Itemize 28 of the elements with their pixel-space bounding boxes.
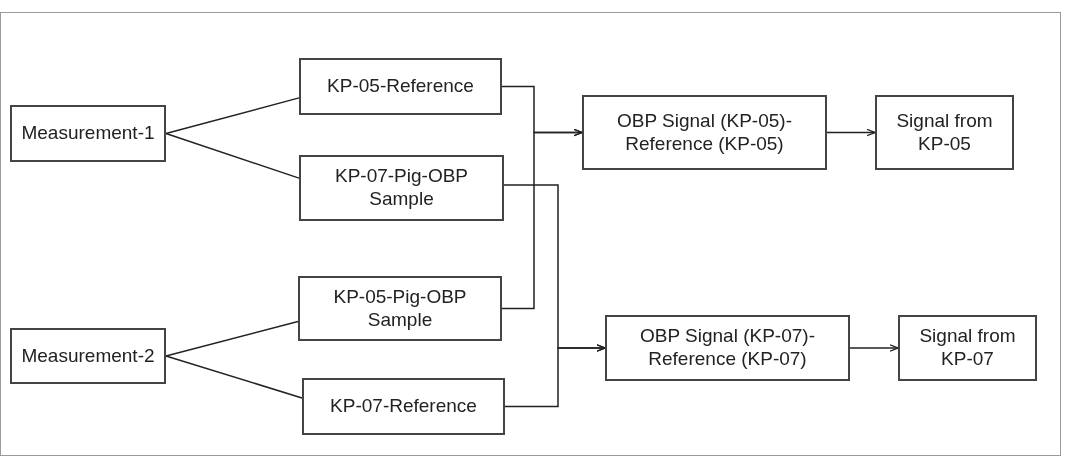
- connector-line: [165, 97, 300, 135]
- process-box: [10, 105, 166, 162]
- process-box: [10, 328, 166, 384]
- box-label: Signal from KP-05: [895, 109, 994, 156]
- process-box: [298, 276, 502, 341]
- box-label: KP-05-Reference: [327, 75, 474, 98]
- process-box: [299, 58, 502, 115]
- arrow: [849, 344, 899, 352]
- box-label: OBP Signal (KP-05)- Reference (KP-05): [616, 109, 793, 156]
- box-label: Measurement-2: [21, 344, 155, 368]
- process-box: [582, 95, 827, 170]
- box-label: Measurement-1: [21, 122, 155, 145]
- arrow: [501, 128, 583, 310]
- box-label: KP-07-Pig-OBP Sample: [333, 165, 469, 211]
- process-box: [605, 315, 850, 381]
- process-box: [875, 95, 1014, 170]
- box-label: OBP Signal (KP-07)- Reference (KP-07): [639, 325, 816, 371]
- connector-line: [165, 132, 300, 179]
- arrow: [504, 344, 606, 408]
- connector-line: [165, 355, 303, 399]
- box-label: Signal from KP-07: [918, 325, 1017, 371]
- connector-line: [165, 320, 299, 357]
- box-label: KP-05-Pig-OBP Sample: [332, 285, 468, 332]
- process-box: [299, 155, 504, 221]
- process-box: [302, 378, 505, 435]
- box-label: KP-07-Reference: [330, 395, 477, 418]
- process-box: [898, 315, 1037, 381]
- arrow: [826, 128, 876, 137]
